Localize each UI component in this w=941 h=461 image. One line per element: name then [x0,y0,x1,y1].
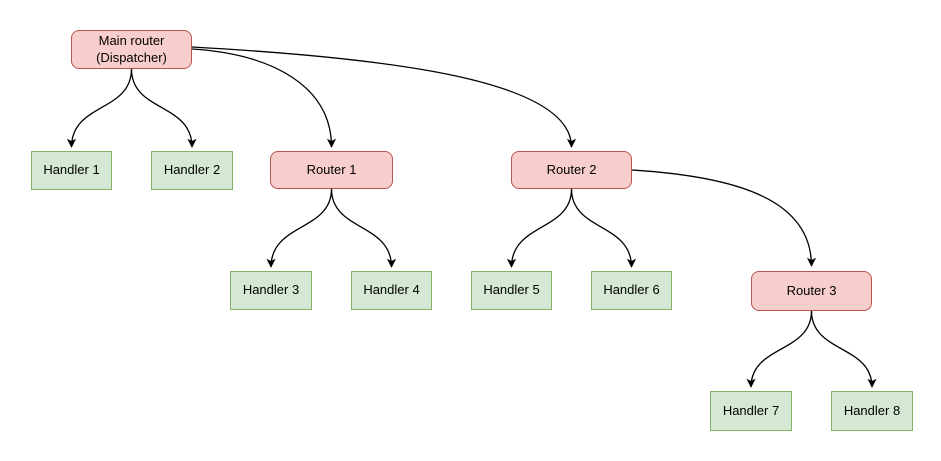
node-handler-1: Handler 1 [31,151,112,190]
edge-router2-to-handler5 [506,188,573,268]
node-handler-7-label: Handler 7 [722,402,780,418]
edge-router2-to-handler6 [570,188,637,268]
node-handler-8-label: Handler 8 [843,402,901,418]
node-handler-5-label: Handler 5 [483,282,540,298]
node-main-router: Main router (Dispatcher) [71,30,192,69]
node-handler-3: Handler 3 [230,271,312,310]
node-main-router-label-line2: (Dispatcher) [96,49,167,65]
node-handler-2-label: Handler 2 [163,162,221,178]
node-handler-8: Handler 8 [831,391,913,431]
node-router-3: Router 3 [751,271,872,311]
node-router-3-label: Router 3 [786,282,837,298]
edge-main-router-to-router2 [191,46,577,148]
node-handler-1-label: Handler 1 [43,162,100,178]
node-router-1: Router 1 [270,151,393,189]
edge-main-router-to-handler1 [66,68,133,148]
node-handler-5: Handler 5 [471,271,552,310]
node-router-2-label: Router 2 [546,161,597,177]
node-handler-4-label: Handler 4 [363,282,420,298]
node-router-2: Router 2 [511,151,632,189]
node-handler-6-label: Handler 6 [603,282,660,298]
edge-router1-to-handler3 [266,188,333,268]
node-main-router-label-line1: Main router [98,32,165,48]
node-handler-2: Handler 2 [151,151,233,190]
edge-router1-to-handler4 [330,188,397,268]
edge-router3-to-handler7 [746,310,813,388]
node-router-1-label: Router 1 [306,161,357,177]
edge-router3-to-handler8 [810,310,877,388]
node-handler-7: Handler 7 [710,391,792,431]
edge-router2-to-router3 [631,169,817,267]
node-handler-6: Handler 6 [591,271,672,310]
node-handler-4: Handler 4 [351,271,432,310]
edge-main-router-to-router1 [191,48,337,148]
edge-main-router-to-handler2 [130,68,197,148]
node-handler-3-label: Handler 3 [242,282,300,298]
